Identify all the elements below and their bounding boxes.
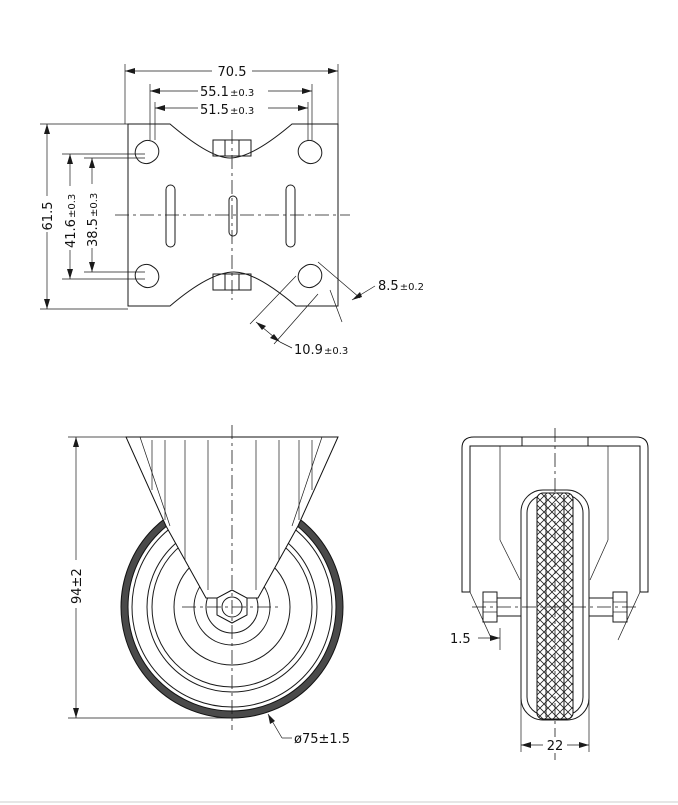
label-plate-height: 61.5: [41, 202, 56, 231]
dim-fork-gap: 1.5: [450, 628, 501, 650]
label-wheel-diameter: ø75: [294, 732, 319, 747]
dim-wheel-diameter: ø75±1.5: [267, 713, 350, 747]
side-view: 1.5 22: [450, 428, 649, 760]
svg-text:41.6±0.3: 41.6±0.3: [64, 194, 79, 248]
label-fork-gap: 1.5: [450, 632, 471, 647]
dim-slot-width: 8.5±0.2: [317, 261, 424, 323]
dim-overall-height: 94±2: [67, 436, 232, 719]
svg-text:38.5±0.3: 38.5±0.3: [86, 193, 101, 247]
dim-hole-span-inner: 51.5±0.3: [154, 100, 309, 140]
dim-plate-width: 70.5: [124, 62, 339, 124]
dim-hole-span-outer: 55.1±0.3: [149, 82, 313, 140]
tol-hole-vert-inner: ±0.3: [89, 193, 100, 217]
label-overall-height: 94: [70, 587, 85, 604]
tol-overall-height: ±2: [70, 568, 85, 587]
tol-hole-span-outer: ±0.3: [230, 88, 254, 99]
svg-text:51.5±0.3: 51.5±0.3: [200, 103, 254, 118]
svg-text:55.1±0.3: 55.1±0.3: [200, 85, 254, 100]
label-hole-span-inner: 51.5: [200, 103, 229, 118]
side-fork-bracket: [461, 436, 649, 593]
front-view: 94±2 ø75±1.5: [67, 425, 350, 747]
label-slot-length: 10.9: [294, 343, 323, 358]
dim-hole-vert-outer: 41.6±0.3: [61, 153, 145, 280]
label-hole-span-outer: 55.1: [200, 85, 229, 100]
fork: [125, 436, 339, 599]
dim-slot-length: 10.9±0.3: [249, 275, 348, 358]
tol-hole-span-inner: ±0.3: [230, 106, 254, 117]
tol-slot-length: ±0.3: [324, 346, 348, 357]
label-hole-vert-outer: 41.6: [64, 219, 79, 248]
label-slot-width: 8.5: [378, 279, 399, 294]
svg-text:10.9±0.3: 10.9±0.3: [294, 343, 348, 358]
tol-hole-vert-outer: ±0.3: [67, 194, 78, 218]
tol-slot-width: ±0.2: [400, 282, 424, 293]
tol-wheel-diameter: ±1.5: [319, 732, 351, 747]
svg-text:94±2: 94±2: [70, 568, 85, 604]
dim-wheel-width: 22: [520, 700, 590, 754]
dim-hole-vert-inner: 38.5±0.3: [83, 157, 145, 273]
top-view: 70.5 55.1±0.3 51.5±0.3: [38, 62, 424, 358]
svg-text:8.5±0.2: 8.5±0.2: [378, 279, 424, 294]
label-hole-vert-inner: 38.5: [86, 218, 101, 247]
plate-slots: [165, 184, 296, 248]
label-plate-width: 70.5: [218, 65, 247, 80]
mounting-holes: [134, 139, 323, 289]
dim-plate-height: 61.5: [38, 123, 128, 310]
svg-text:ø75±1.5: ø75±1.5: [294, 732, 350, 747]
label-wheel-width: 22: [547, 739, 564, 754]
mounting-plate-outline: [127, 123, 339, 307]
